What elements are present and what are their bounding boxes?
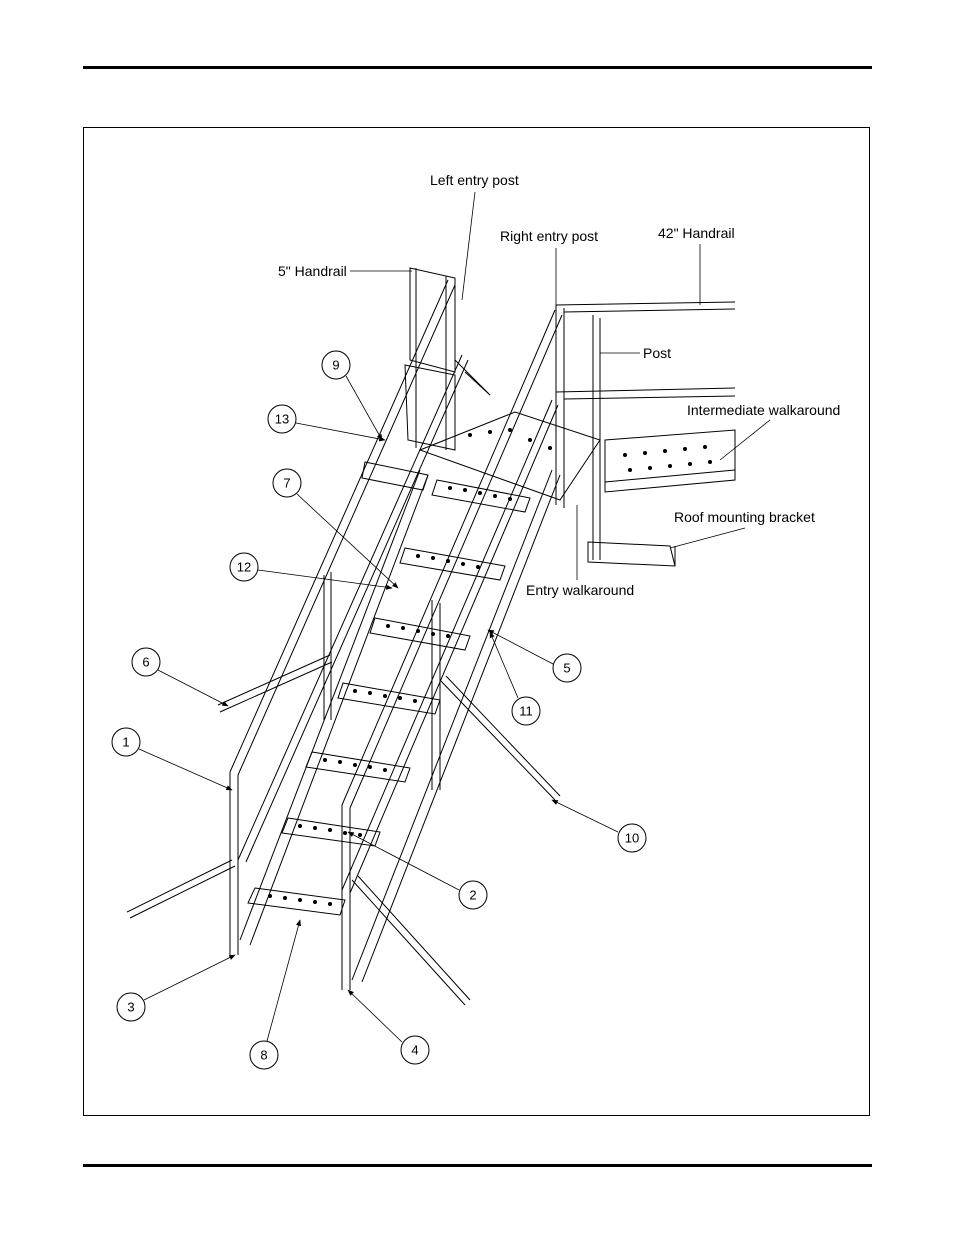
callout-6: 6	[132, 648, 228, 706]
callout-7: 7	[273, 469, 398, 588]
label-roof-mounting-bracket: Roof mounting bracket	[674, 509, 815, 525]
right-stringer	[352, 470, 560, 982]
svg-text:7: 7	[283, 476, 290, 491]
roof-mounting-bracket	[588, 542, 675, 566]
label-42-handrail: 42" Handrail	[658, 225, 735, 241]
right-handrail	[342, 310, 562, 990]
callout-1: 1	[112, 728, 232, 790]
label-right-entry-post: Right entry post	[500, 228, 598, 244]
left-entry-post-panel	[405, 268, 490, 450]
svg-text:5: 5	[563, 661, 570, 676]
stair-structure	[127, 268, 735, 1005]
svg-text:3: 3	[127, 1000, 134, 1015]
callout-11: 11	[490, 632, 540, 725]
callout-13: 13	[268, 405, 385, 440]
svg-text:13: 13	[275, 412, 289, 427]
label-post: Post	[643, 345, 671, 361]
callout-8: 8	[250, 920, 300, 1069]
stair-treads	[248, 462, 530, 915]
svg-text:9: 9	[332, 358, 339, 373]
svg-text:12: 12	[237, 560, 251, 575]
svg-text:6: 6	[142, 655, 149, 670]
callout-10: 10	[552, 800, 646, 852]
label-5-handrail: 5" Handrail	[278, 263, 347, 279]
callout-5: 5	[488, 630, 581, 682]
svg-text:1: 1	[122, 735, 129, 750]
svg-text:2: 2	[469, 888, 476, 903]
label-entry-walkaround: Entry walkaround	[526, 582, 634, 598]
svg-text:8: 8	[260, 1048, 267, 1063]
label-intermediate-walkaround: Intermediate walkaround	[687, 402, 840, 418]
svg-text:11: 11	[519, 704, 533, 719]
svg-text:10: 10	[625, 831, 639, 846]
diagonal-braces	[127, 655, 560, 1005]
callout-2: 2	[348, 832, 487, 909]
callout-3: 3	[117, 955, 235, 1021]
callout-4: 4	[348, 990, 429, 1064]
entry-walkaround	[420, 412, 600, 500]
svg-text:4: 4	[411, 1043, 418, 1058]
intermediate-walkaround	[605, 430, 735, 492]
callout-12: 12	[230, 553, 392, 588]
callout-9: 9	[322, 351, 382, 440]
label-left-entry-post: Left entry post	[430, 172, 519, 188]
